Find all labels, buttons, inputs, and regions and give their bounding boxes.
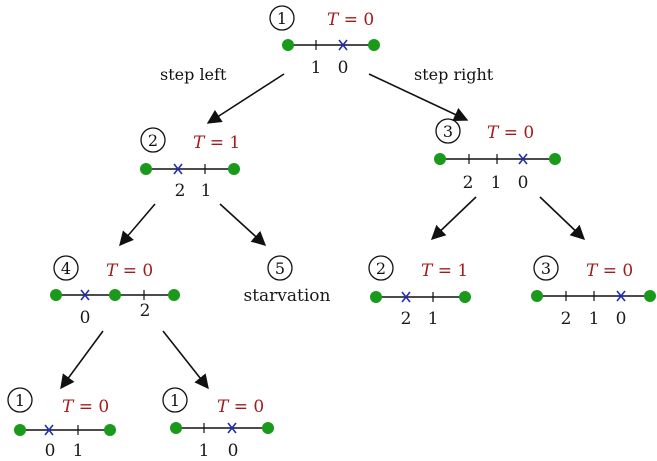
endpoint-dot [140,163,152,175]
node-number-circle [53,255,79,281]
endpoint-dot [228,163,240,175]
tick-label: 2 [175,181,186,201]
endpoint-dot [370,291,382,303]
edge-4-9 [162,330,209,390]
endpoint-dot [531,290,543,302]
endpoint-dot [549,153,561,165]
tick-label: 0 [616,309,627,329]
node-number: 1 [277,9,287,28]
node-number-circle [7,387,33,413]
cross-marker [518,153,528,165]
endpoint-dot [282,39,294,51]
t-label: T = 1 [193,133,240,153]
endpoint-dot [50,289,62,301]
t-label: T = 0 [586,261,633,281]
node-2: 2 T = 1 2 1 [140,127,240,201]
tick-label: 0 [45,441,56,461]
cross-marker [227,422,237,434]
edge-3-6 [430,196,477,240]
t-label: T = 1 [421,261,468,281]
tick-label: 1 [73,441,84,461]
tick-label: 1 [589,309,600,329]
node-number-circle [435,118,461,144]
tick-label: 2 [401,309,412,329]
edge-2-4 [119,203,156,247]
edge-label-step-left: step left [160,65,227,84]
tick-label: 1 [201,181,212,201]
node-5: 5 starvation [243,255,331,306]
endpoint-dot [368,39,380,51]
node-4: 4 T = 0 0 2 [50,255,180,328]
node-number-circle [267,255,293,281]
tick-label: 2 [140,301,151,321]
node-number: 4 [61,259,71,278]
node-number: 3 [443,122,453,141]
tick-label: 1 [311,58,322,78]
endpoint-dot [434,153,446,165]
node-number: 2 [376,259,386,278]
node-1: 1 T = 0 1 0 [269,5,380,78]
node-number-circle [533,255,559,281]
endpoint-dot [170,422,182,434]
node-number-circle [269,5,295,31]
node-number-circle [162,387,188,413]
endpoint-dot [104,424,116,436]
edge-3-7 [539,196,586,240]
starvation-label: starvation [243,286,330,306]
tick-label: 2 [463,173,474,193]
cross-marker [173,163,183,175]
t-label: T = 0 [487,123,534,143]
edge-2-5 [219,203,267,246]
tick-label: 0 [338,58,349,78]
tick-label: 1 [199,441,210,461]
node-number: 1 [15,391,25,410]
node-6: 2 T = 1 2 1 [368,255,471,329]
tick-label: 2 [561,309,572,329]
node-number-circle [140,127,166,153]
node-3: 3 T = 0 2 1 0 [434,118,561,193]
endpoint-dot [459,291,471,303]
edges [60,73,586,390]
cross-marker [44,424,54,436]
tick-label: 1 [428,309,439,329]
node-7: 3 T = 0 2 1 0 [531,255,656,329]
edge-label-step-right: step right [414,65,494,84]
tick-label: 0 [80,308,91,328]
edge-1-2 [206,73,285,124]
endpoint-dot [644,290,656,302]
node-number: 3 [541,259,551,278]
edge-4-8 [60,330,104,390]
tick-label: 0 [228,441,239,461]
cross-marker [80,289,90,301]
t-label: T = 0 [327,10,374,30]
t-label: T = 0 [62,397,109,417]
endpoint-dot [109,289,121,301]
node-number: 2 [148,131,158,150]
endpoint-dot [168,289,180,301]
node-9: 1 T = 0 1 0 [162,387,274,461]
node-8: 1 T = 0 0 1 [7,387,116,461]
edge-1-3 [368,73,469,122]
node-number: 1 [170,391,180,410]
node-number: 5 [275,259,285,278]
cross-marker [616,290,626,302]
tick-label: 0 [518,173,529,193]
endpoint-dot [262,422,274,434]
t-label: T = 0 [217,397,264,417]
cross-marker [338,39,348,51]
endpoint-dot [14,424,26,436]
t-label: T = 0 [106,261,153,281]
node-number-circle [368,255,394,281]
cross-marker [401,291,411,303]
tick-label: 1 [491,173,502,193]
